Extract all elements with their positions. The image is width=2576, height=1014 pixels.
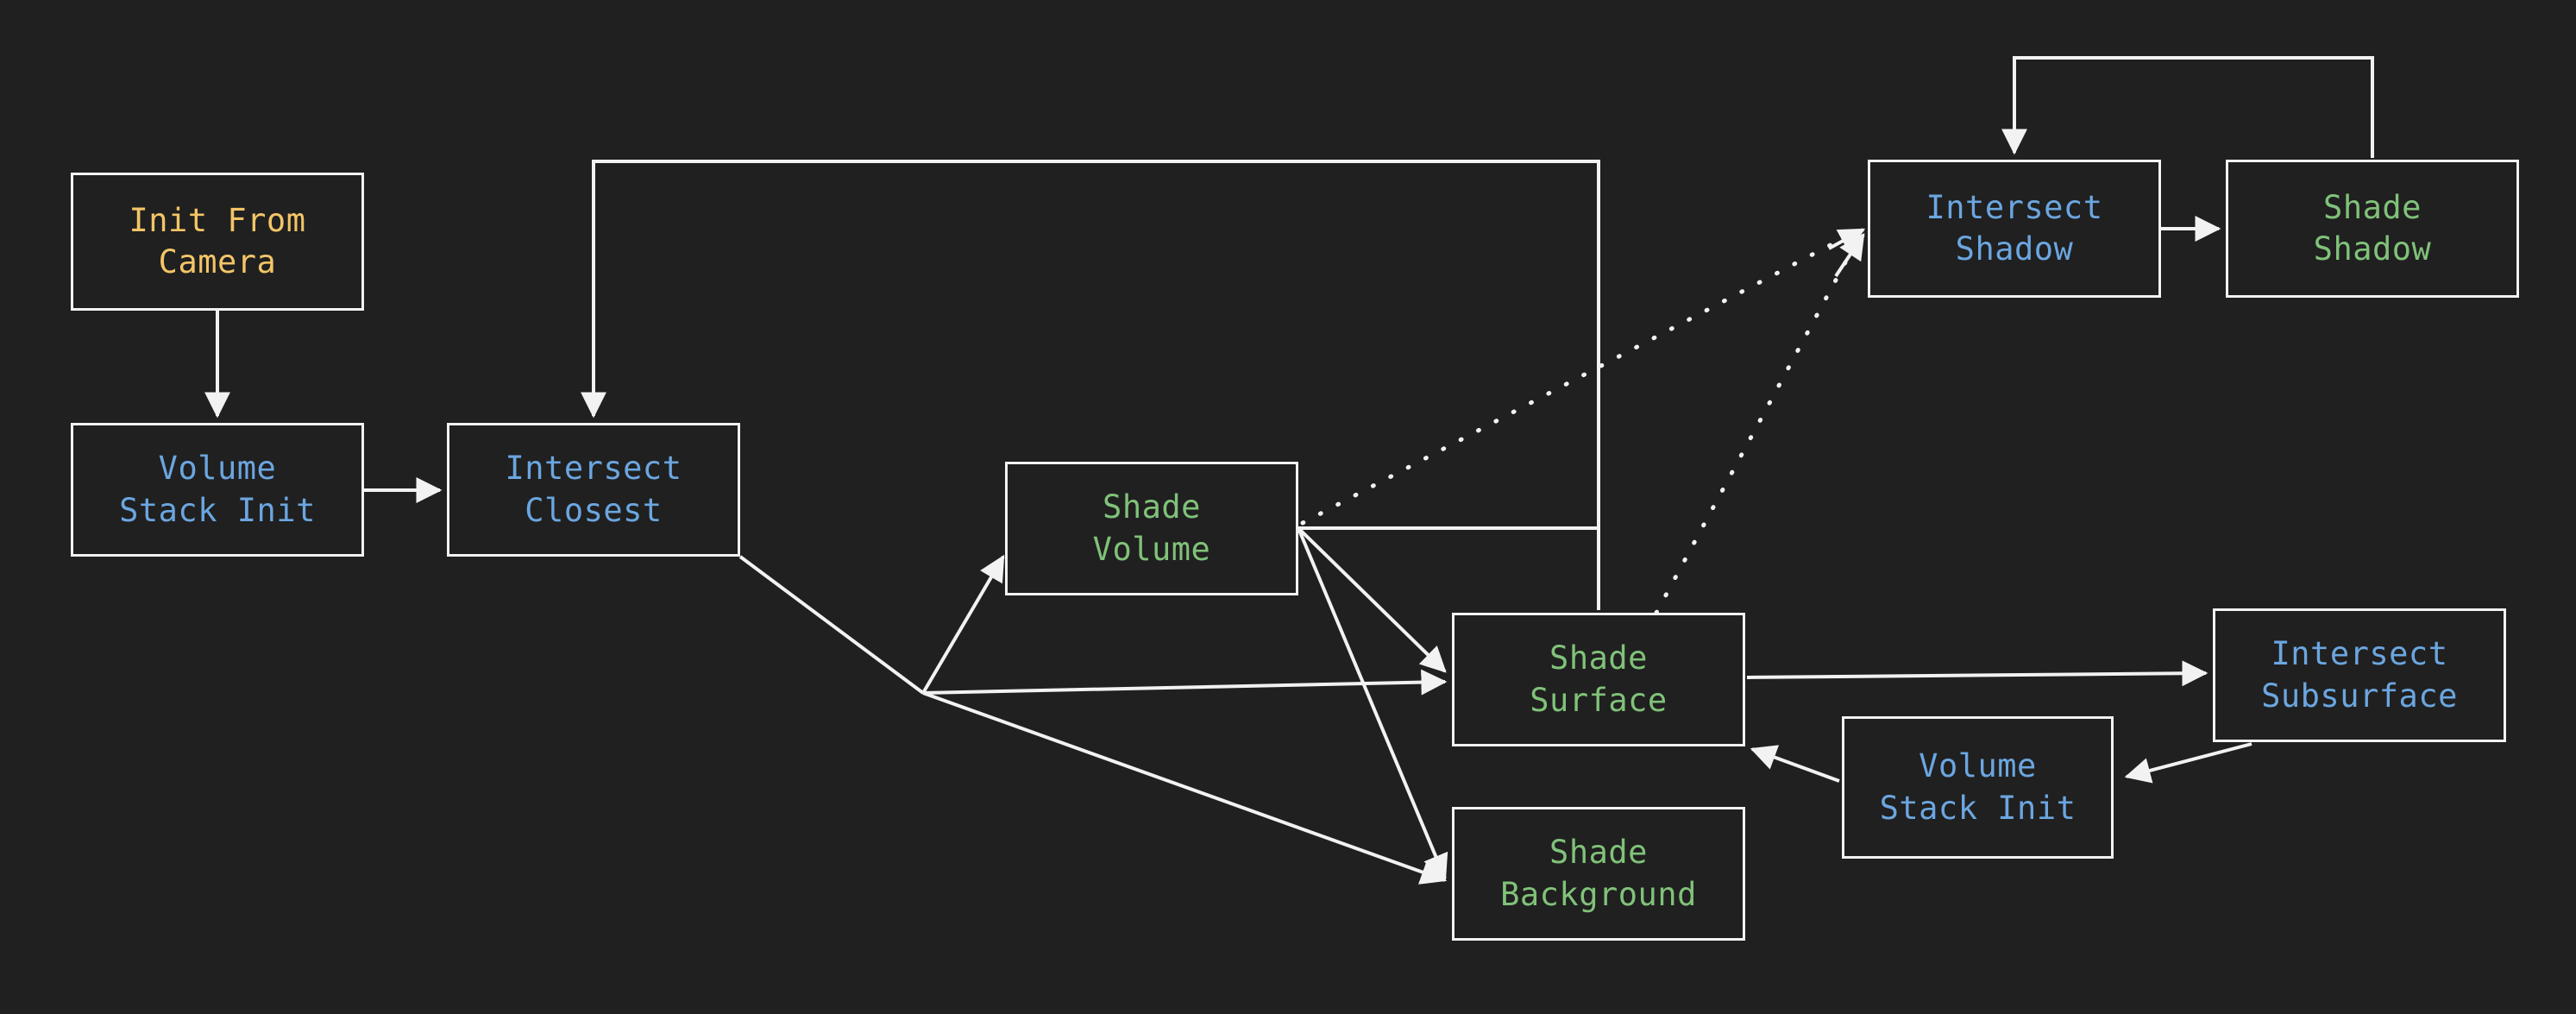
node-label-line1: Intersect <box>2271 635 2448 673</box>
node-label-line1: Intersect <box>1926 188 2103 226</box>
edge-intersect-closest-hub-to-shade-volume <box>921 554 1005 695</box>
edge-shade-surface-to-intersect-subsurface <box>1746 660 2208 687</box>
node-label-line1: Intersect <box>505 450 682 488</box>
node-label-line1: Init From <box>129 201 306 239</box>
edge-shade-surface-to-intersect-shadow-dotted <box>1654 239 1859 615</box>
node-label-line1: Shade <box>1103 488 1201 526</box>
node-intersect-closest[interactable]: Intersect Closest <box>447 423 740 557</box>
node-label-line2: Background <box>1500 875 1697 913</box>
edge-intersect-subsurface-to-volume-stack-init <box>2124 742 2252 784</box>
node-label-line2: Volume <box>1092 530 1211 568</box>
node-label-line2: Surface <box>1530 681 1668 719</box>
node-volume-stack-init-right[interactable]: Volume Stack Init <box>1842 716 2114 859</box>
edge-volume-stack-init-to-shade-surface <box>1750 745 1840 783</box>
node-shade-volume[interactable]: Shade Volume <box>1005 462 1298 595</box>
node-volume-stack-init-left[interactable]: Volume Stack Init <box>71 423 364 557</box>
node-init-from-camera[interactable]: Init From Camera <box>71 173 364 311</box>
edge-shade-volume-to-shade-surface <box>1297 526 1447 673</box>
edge-shade-shadow-loop-to-intersect-shadow <box>2001 56 2374 158</box>
edge-intersect-closest-to-shade-volume <box>738 555 925 695</box>
edge-intersect-closest-hub-to-shade-surface <box>922 669 1448 696</box>
node-label-line1: Shade <box>2323 188 2422 226</box>
node-label-line2: Shadow <box>1955 230 2074 268</box>
node-label-line1: Shade <box>1549 639 1648 677</box>
node-label-line2: Camera <box>158 243 277 280</box>
edge-dotted-volume-shadow-head <box>1828 228 1866 253</box>
node-label-line1: Shade <box>1549 834 1648 872</box>
node-label-line2: Shadow <box>2313 230 2432 268</box>
node-intersect-shadow[interactable]: Intersect Shadow <box>1868 160 2161 298</box>
node-shade-surface[interactable]: Shade Surface <box>1452 613 1745 746</box>
node-shade-shadow[interactable]: Shade Shadow <box>2226 160 2519 298</box>
node-shade-background[interactable]: Shade Background <box>1452 807 1745 941</box>
node-label-line2: Subsurface <box>2261 677 2458 715</box>
node-label-line1: Volume <box>1919 747 2037 785</box>
node-intersect-subsurface[interactable]: Intersect Subsurface <box>2213 608 2506 742</box>
node-label-line2: Stack Init <box>1879 789 2077 827</box>
edge-shade-volume-to-intersect-shadow-dotted <box>1300 229 1859 526</box>
edge-shade-volume-to-shade-background <box>1297 527 1448 881</box>
edge-dotted-surface-shadow-head <box>1834 233 1865 278</box>
node-label-line2: Closest <box>525 491 663 529</box>
node-label-line1: Volume <box>158 450 277 488</box>
edge-intersect-closest-hub-to-shade-background <box>922 691 1448 885</box>
node-label-line2: Stack Init <box>119 491 316 529</box>
